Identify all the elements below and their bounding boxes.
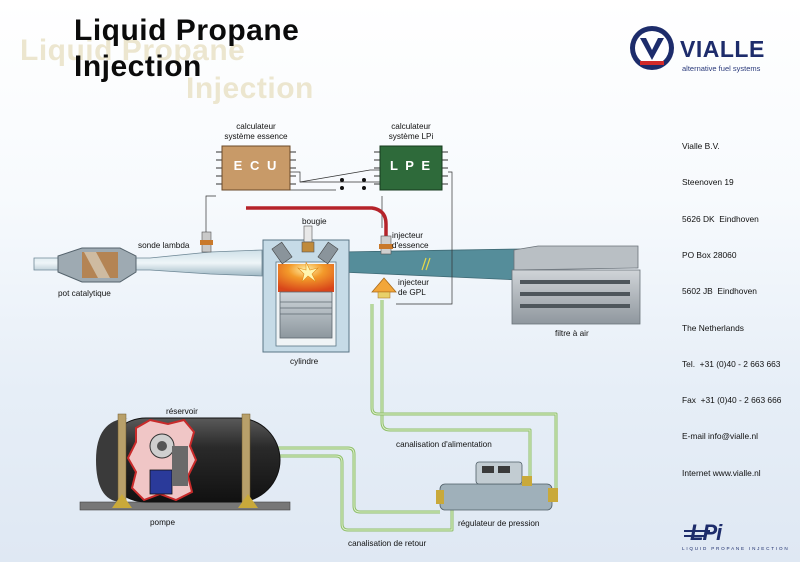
address-line: Fax +31 (0)40 - 2 663 666 (682, 395, 782, 406)
lpi-logo: LPi LIQUID PROPANE INJECTION (680, 520, 790, 552)
engine-cylinder (262, 239, 350, 353)
address-line: Tel. +31 (0)40 - 2 663 663 (682, 358, 781, 369)
address-line: The Netherlands (682, 322, 744, 333)
catalytic-converter (57, 247, 137, 283)
intake-manifold (339, 248, 521, 281)
lambda-sensor (200, 231, 213, 253)
petrol-injector (379, 235, 393, 255)
vialle-emblem-icon (630, 26, 674, 70)
label-return-line: canalisation de retour (348, 539, 427, 548)
ecu-chip (216, 145, 296, 191)
fuel-spray (421, 257, 431, 271)
title-ghost-line1: Liquid Propane (20, 34, 246, 67)
page-title-line1: Liquid Propane (74, 14, 300, 47)
lpi-caption: LIQUID PROPANE INJECTION (682, 546, 790, 551)
label-supply-line: canalisation d'alimentation (396, 440, 492, 449)
label-pump: pompe (150, 518, 176, 527)
vialle-logo: VIALLE alternative fuel systems (628, 24, 788, 80)
brand-tagline: alternative fuel systems (682, 64, 761, 73)
label-cylinder: cylindre (290, 357, 319, 366)
ecu-caption: calculateur système essence (224, 122, 288, 141)
pressure-regulator (436, 461, 558, 511)
brand-name: VIALLE (680, 36, 765, 62)
lpg-tank (79, 413, 291, 511)
address-line: E-mail info@vialle.nl (682, 431, 758, 442)
spark-plug (301, 225, 315, 253)
relay-dot (362, 178, 366, 182)
address-line: Internet www.vialle.nl (682, 467, 761, 478)
relay-dot (340, 178, 344, 182)
address-block: Vialle B.V. Steenoven 19 5626 DK Eindhov… (682, 116, 781, 491)
lpi-logo-bar (684, 535, 706, 537)
lpg-injector (371, 277, 397, 299)
relay-dot (362, 186, 366, 190)
label-lambda-sensor: sonde lambda (138, 241, 190, 250)
fuel-lines (188, 300, 558, 532)
label-lpg-injector: injecteur de GPL (398, 278, 429, 297)
relay-dot (340, 186, 344, 190)
lpi-logo-bar (684, 530, 710, 532)
page-title-line2: Injection (74, 50, 202, 83)
lpe-caption: calculateur système LPi (388, 122, 434, 141)
address-line: PO Box 28060 (682, 250, 737, 261)
label-catalytic: pot catalytique (58, 289, 111, 298)
title-ghost-line2: Injection (186, 72, 314, 105)
lpe-chip-label: L P E (389, 158, 433, 173)
address-line: 5602 JB Eindhoven (682, 286, 757, 297)
lpe-chip (374, 145, 448, 191)
air-filter (511, 245, 641, 325)
label-air-filter: filtre à air (555, 329, 589, 338)
petrol-line (246, 206, 388, 236)
address-line: Vialle B.V. (682, 141, 720, 152)
label-regulator: régulateur de pression (458, 519, 540, 528)
address-line: Steenoven 19 (682, 177, 734, 188)
lpi-logo-text: LPi (690, 520, 722, 545)
label-tank: réservoir (166, 407, 198, 416)
label-petrol-injector: injecteur d'essence (392, 231, 429, 250)
label-spark-plug: bougie (302, 217, 327, 226)
address-line: 5626 DK Eindhoven (682, 213, 759, 224)
ecu-chip-label: E C U (233, 158, 279, 173)
